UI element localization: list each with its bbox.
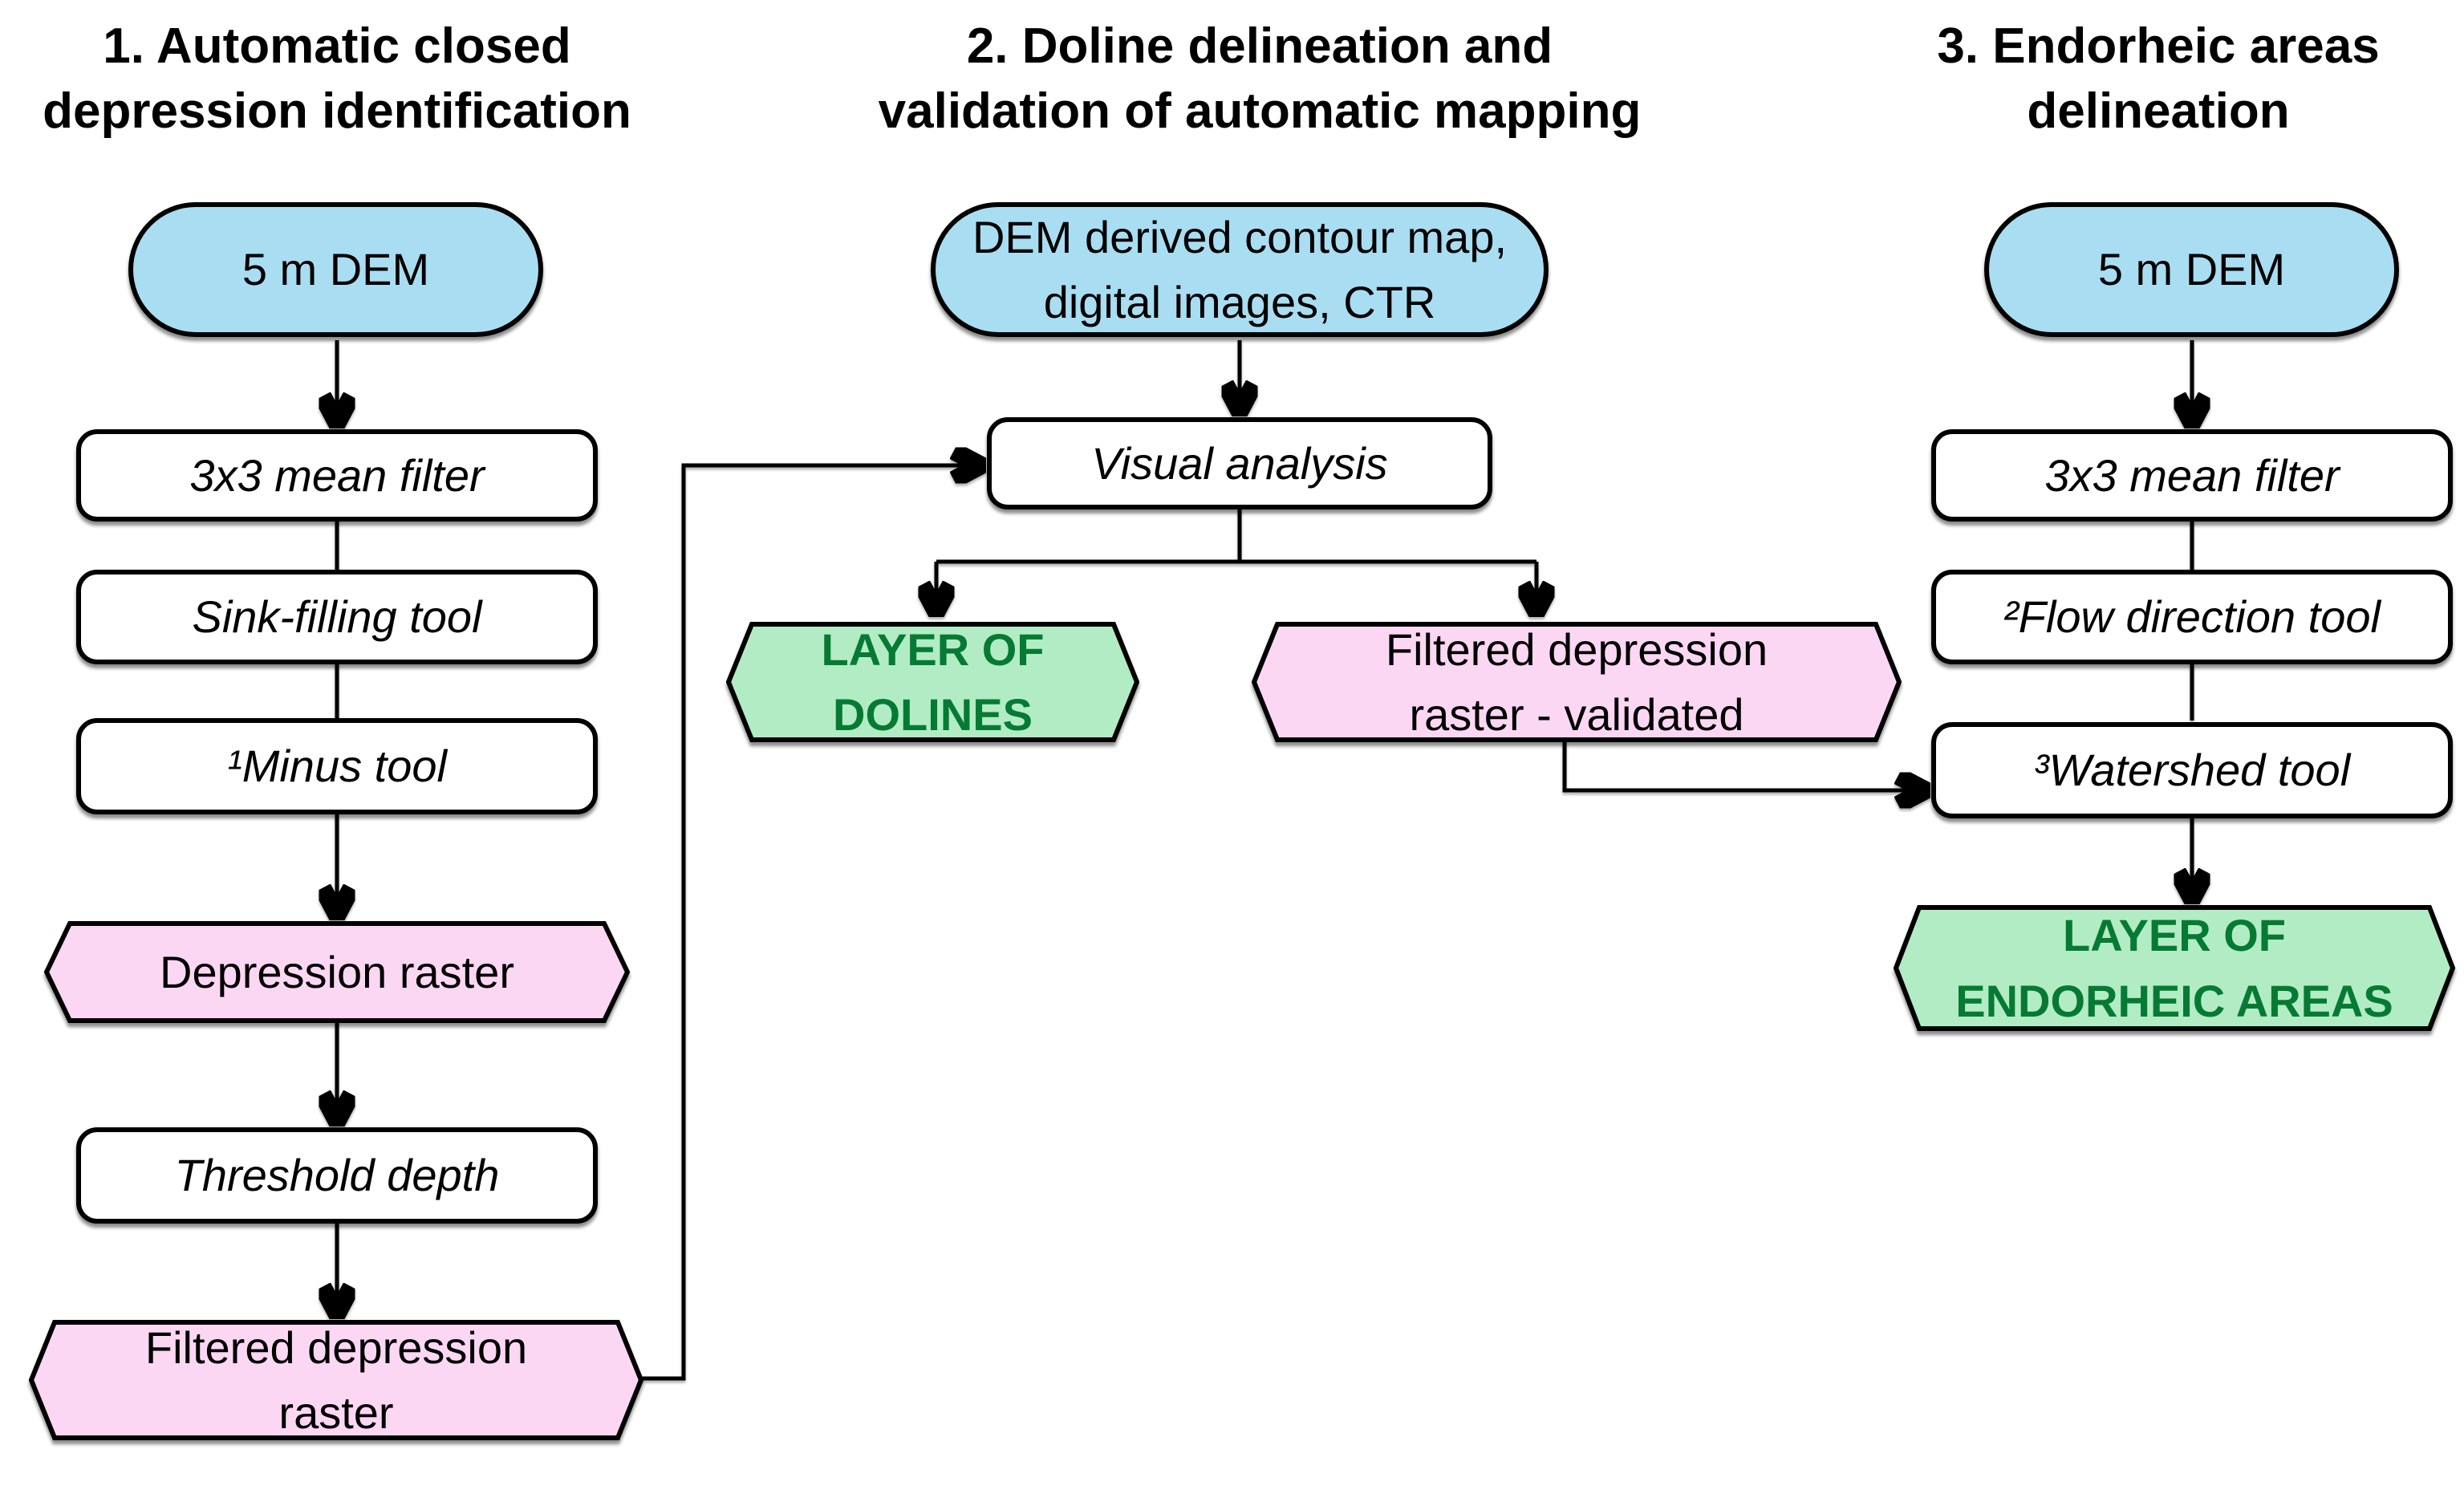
node-5m-dem-col1: 5 m DEM [128, 202, 543, 337]
column-title-3: 3. Endorheic areas delineation [1937, 18, 2380, 139]
node-label: LAYER OF DOLINES [821, 623, 1045, 740]
node-label: Depression raster [160, 946, 514, 997]
node-dem-contour-map: DEM derived contour map, digital images,… [931, 202, 1549, 337]
connector-filteredraster-to-visualanalysis [642, 465, 980, 1381]
node-label: 5 m DEM [242, 244, 430, 295]
node-watershed-tool: ³Watershed tool [1931, 722, 2453, 818]
node-label: 3x3 mean filter [189, 449, 485, 501]
column-title-2: 2. Doline delineation and validation of … [878, 18, 1642, 139]
node-3x3-mean-filter-col1: 3x3 mean filter [76, 429, 598, 522]
node-label: Filtered depression raster [144, 1321, 528, 1438]
node-label: 5 m DEM [2097, 244, 2286, 295]
node-label: ³Watershed tool [2033, 745, 2351, 796]
node-threshold-depth: Threshold depth [76, 1127, 598, 1224]
node-label: Filtered depression raster - validated [1385, 623, 1768, 740]
node-filtered-raster-validated: Filtered depression raster - validated [1252, 622, 1902, 742]
node-label: DEM derived contour map, digital images,… [972, 211, 1508, 327]
node-5m-dem-col3: 5 m DEM [1984, 202, 2399, 337]
node-filtered-depression-raster: Filtered depression raster [29, 1320, 643, 1440]
node-label: LAYER OF ENDORHEIC AREAS [1955, 910, 2393, 1026]
node-layer-of-endorheic-areas: LAYER OF ENDORHEIC AREAS [1894, 905, 2455, 1031]
node-flow-direction-tool: ²Flow direction tool [1931, 570, 2453, 664]
node-label: 3x3 mean filter [2044, 449, 2340, 501]
node-label: ¹Minus tool [227, 741, 447, 792]
connector-filteredvalidated-to-watershed [1562, 739, 1924, 790]
node-label: Sink-filling tool [192, 591, 482, 643]
node-label: ²Flow direction tool [2003, 591, 2381, 643]
node-layer-of-dolines: LAYER OF DOLINES [726, 622, 1139, 742]
node-label: Visual analysis [1091, 437, 1388, 489]
node-label: Threshold depth [174, 1150, 500, 1201]
node-depression-raster: Depression raster [44, 921, 630, 1023]
column-title-1: 1. Automatic closed depression identific… [43, 18, 631, 139]
node-sink-filling-tool: Sink-filling tool [76, 570, 598, 664]
node-minus-tool: ¹Minus tool [76, 718, 598, 814]
node-3x3-mean-filter-col3: 3x3 mean filter [1931, 429, 2453, 522]
node-visual-analysis: Visual analysis [987, 417, 1492, 510]
